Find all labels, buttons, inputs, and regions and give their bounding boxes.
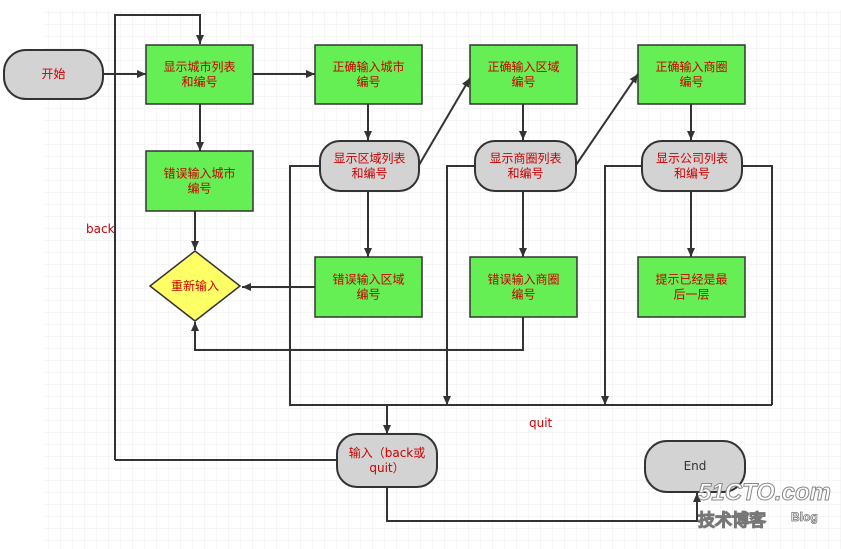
watermark-site: 51CTO.com [698, 479, 831, 506]
city-input-ok-label: 正确输入城市编号 [332, 59, 404, 89]
show-city-list-node[interactable]: 显示城市列表和编号 [145, 44, 254, 105]
district-input-error-label: 错误输入区域编号 [332, 272, 404, 302]
show-area-list-label: 显示商圈列表和编号 [489, 151, 561, 181]
connectors [103, 14, 773, 522]
show-district-list-node[interactable]: 显示区域列表和编号 [319, 140, 420, 192]
district-input-error-node[interactable]: 错误输入区域编号 [314, 256, 423, 318]
edge-company-list-quit-left [601, 165, 642, 405]
area-input-ok-label: 正确输入商圈编号 [655, 59, 727, 89]
show-area-list-node[interactable]: 显示商圈列表和编号 [474, 140, 577, 192]
reinput-decision-node[interactable]: 重新输入 [148, 250, 242, 322]
district-input-ok-node[interactable]: 正确输入区域编号 [469, 44, 578, 105]
edge-area-list-quit [443, 165, 475, 405]
city-input-ok-node[interactable]: 正确输入城市编号 [314, 44, 423, 105]
edge-area-list-to-area-ok [575, 73, 639, 166]
edge-quit-collector [289, 165, 772, 406]
city-input-error-node[interactable]: 错误输入城市编号 [145, 150, 254, 212]
edge-area-err-to-reinput [191, 317, 524, 351]
start-label: 开始 [41, 67, 65, 81]
show-company-list-label: 显示公司列表和编号 [656, 152, 728, 181]
quit-edge-label: quit [529, 416, 553, 430]
last-level-notice-node[interactable]: 提示已经是最后一层 [637, 256, 746, 318]
watermark-blog: Blog [791, 510, 818, 524]
edge-company-list-quit-right [742, 165, 773, 405]
area-input-error-label: 错误输入商圈编号 [487, 272, 559, 302]
back-edge-label: back [86, 222, 115, 236]
start-node[interactable]: 开始 [3, 49, 104, 100]
edge-back-loop [114, 14, 204, 460]
city-input-error-label: 错误输入城市编号 [163, 166, 235, 196]
edge-district-list-to-district-ok [418, 77, 471, 166]
end-label: End [684, 459, 707, 473]
show-company-list-node[interactable]: 显示公司列表和编号 [641, 140, 743, 192]
edge-input-to-end [386, 487, 701, 522]
show-city-list-label: 显示城市列表和编号 [163, 59, 235, 89]
end-node[interactable]: End [644, 440, 746, 493]
district-input-ok-label: 正确输入区域编号 [487, 59, 559, 89]
reinput-label: 重新输入 [171, 278, 219, 293]
last-level-notice-label: 提示已经是最后一层 [655, 272, 727, 302]
show-district-list-label: 显示区域列表和编号 [333, 152, 405, 181]
area-input-error-node[interactable]: 错误输入商圈编号 [469, 256, 578, 318]
watermark: 51CTO.com 技术博客 Blog [698, 479, 832, 531]
area-input-ok-node[interactable]: 正确输入商圈编号 [637, 44, 746, 105]
watermark-sub: 技术博客 [698, 510, 767, 530]
